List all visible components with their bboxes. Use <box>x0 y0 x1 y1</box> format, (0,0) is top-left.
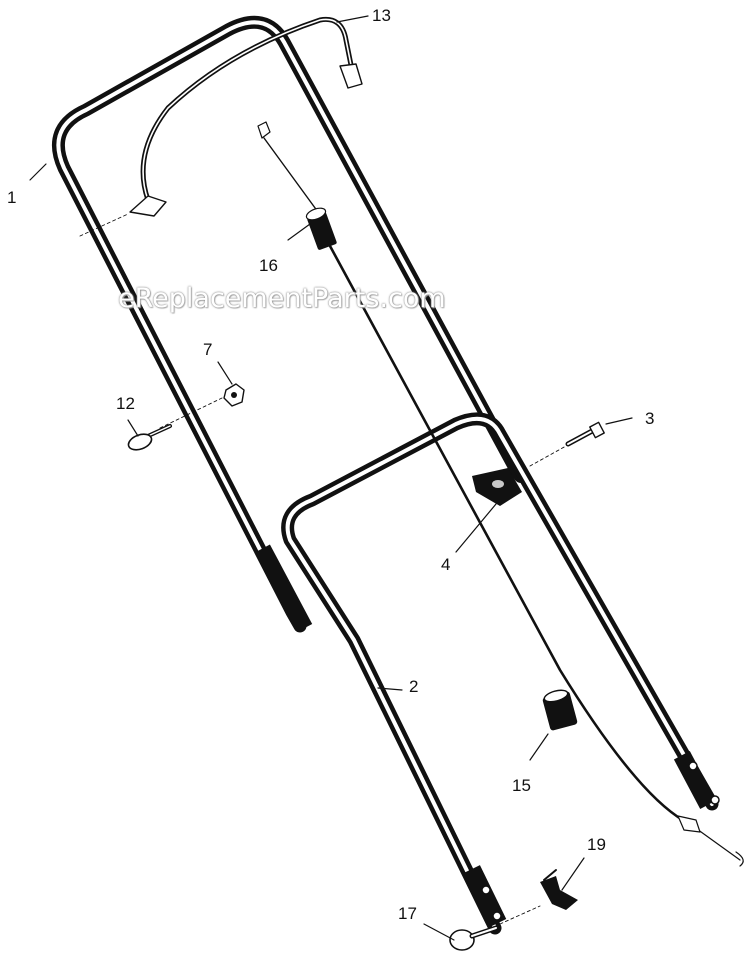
callout-4: 4 <box>441 555 451 574</box>
wing-nut <box>540 869 578 910</box>
callout-7: 7 <box>203 340 213 359</box>
callout-17: 17 <box>398 904 417 923</box>
callout-19: 19 <box>587 835 606 854</box>
cable-adjuster <box>305 207 337 250</box>
handle-bolt <box>529 421 605 467</box>
lower-handle <box>255 412 720 935</box>
control-cable <box>257 121 744 867</box>
handle-knob <box>472 468 522 506</box>
callout-16: 16 <box>259 256 278 275</box>
cable-clip <box>542 689 578 731</box>
wing-screw <box>127 424 172 451</box>
callout-2: 2 <box>409 677 419 696</box>
callout-1: 1 <box>7 188 17 207</box>
callout-13: 13 <box>372 6 391 25</box>
carriage-bolt <box>449 905 541 951</box>
leader-lines <box>29 15 633 941</box>
callout-15: 15 <box>512 776 531 795</box>
hex-nut <box>159 383 245 429</box>
control-bail <box>129 16 363 217</box>
watermark-text: eReplacementParts.com <box>118 283 446 314</box>
callout-12: 12 <box>116 394 135 413</box>
callout-3: 3 <box>645 409 655 428</box>
